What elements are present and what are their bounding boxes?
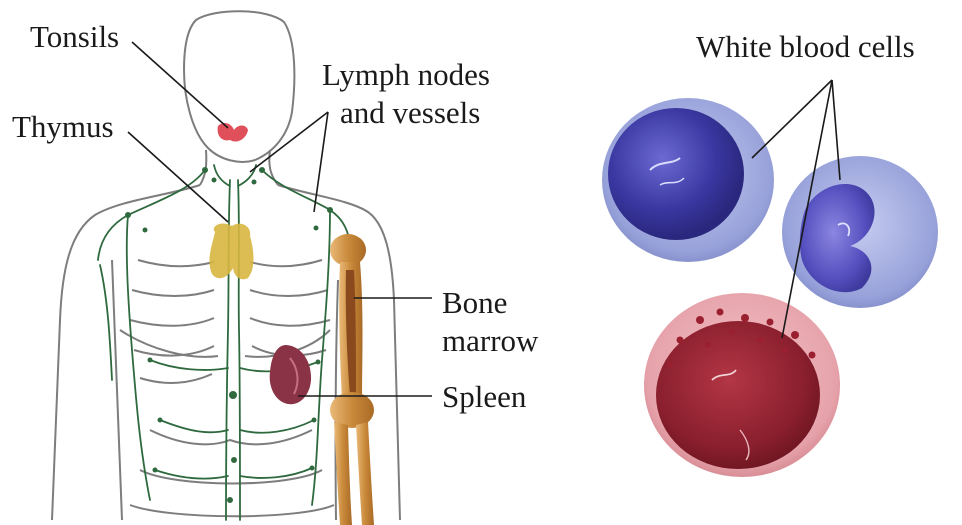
leader-wbc-1 xyxy=(752,80,832,158)
label-white-blood-cells: White blood cells xyxy=(696,30,915,64)
label-bone-marrow-line1: Bone xyxy=(442,286,507,320)
label-lymph-nodes-line2: and vessels xyxy=(340,96,480,130)
label-bone-marrow-line2: marrow xyxy=(442,324,538,358)
white-blood-cell-2 xyxy=(782,156,938,308)
white-blood-cell-3 xyxy=(644,293,840,477)
tonsils-shape xyxy=(218,123,248,142)
label-lymph-nodes-line1: Lymph nodes xyxy=(322,58,490,92)
white-blood-cell-1 xyxy=(602,98,774,262)
leader-tonsils xyxy=(132,42,228,128)
thymus-shape xyxy=(209,224,253,280)
label-thymus: Thymus xyxy=(12,110,114,144)
label-tonsils: Tonsils xyxy=(30,20,119,54)
label-spleen: Spleen xyxy=(442,380,526,414)
